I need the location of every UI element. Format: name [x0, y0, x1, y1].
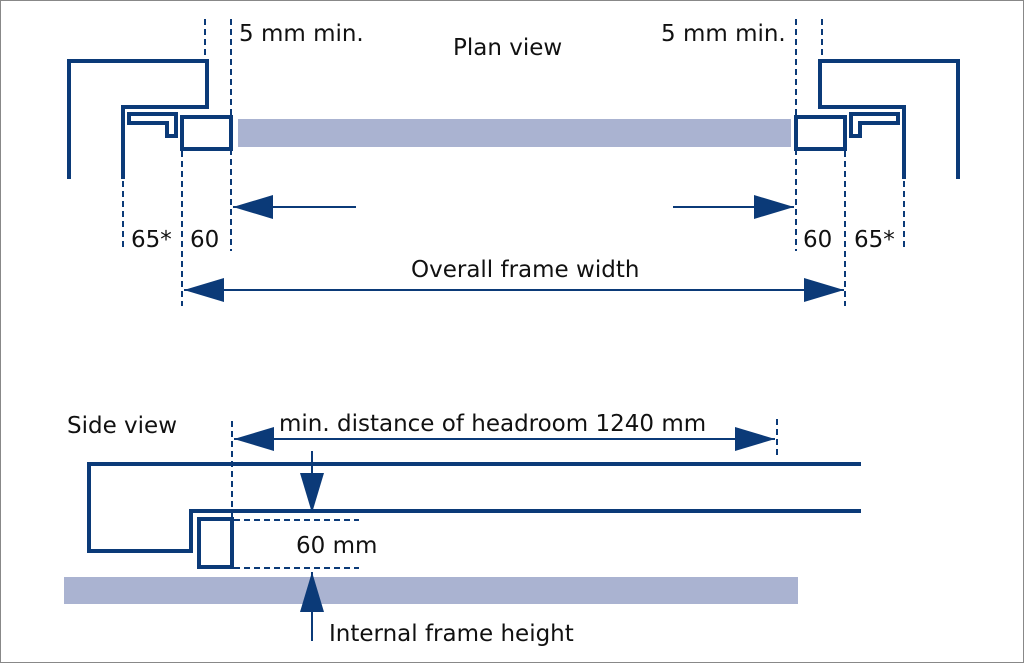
side-view-frame-profile: [197, 517, 234, 569]
plan-view-left-frame: [67, 17, 233, 308]
dim-right-outer: 65*: [854, 227, 895, 253]
side-view-glass-panel: [64, 577, 798, 604]
side-view-title: Side view: [67, 413, 177, 439]
gap-right-label: 5 mm min.: [661, 21, 786, 47]
overall-width-label: Overall frame width: [411, 257, 639, 283]
frame-height-dim: 60 mm: [296, 533, 377, 559]
dim-left-outer: 65*: [131, 227, 172, 253]
plan-view-title: Plan view: [453, 35, 562, 61]
dim-right-inner: 60: [803, 227, 832, 253]
headroom-label: min. distance of headroom 1240 mm: [279, 411, 706, 437]
dim-left-inner: 60: [190, 227, 219, 253]
gap-left-label: 5 mm min.: [239, 21, 364, 47]
internal-height-label: Internal frame height: [329, 621, 574, 647]
side-view-guides: [231, 419, 778, 569]
side-view-frame: [87, 462, 861, 553]
plan-view-right-frame: [794, 17, 960, 308]
plan-view-glass-panel: [238, 119, 791, 147]
